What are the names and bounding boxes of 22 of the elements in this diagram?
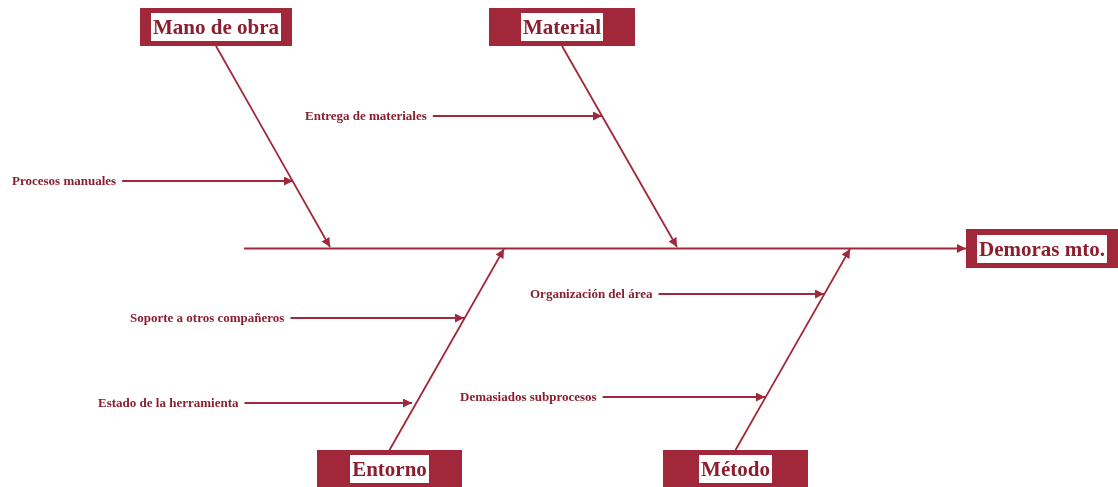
arrow bbox=[289, 313, 465, 323]
arrow bbox=[388, 248, 505, 451]
category-box: Demoras mto. bbox=[966, 229, 1118, 268]
arrow bbox=[243, 398, 413, 408]
arrow bbox=[561, 45, 678, 248]
category-box: Entorno bbox=[317, 450, 462, 487]
cause-label: Soporte a otros compañeros bbox=[130, 309, 285, 327]
category-box: Método bbox=[663, 450, 808, 487]
arrow bbox=[734, 248, 851, 451]
cause-label: Entrega de materiales bbox=[305, 107, 427, 125]
arrow bbox=[601, 392, 766, 402]
category-box: Mano de obra bbox=[140, 8, 292, 46]
arrow bbox=[215, 45, 331, 248]
arrow bbox=[121, 176, 294, 186]
category-box: Material bbox=[489, 8, 635, 46]
arrow bbox=[657, 289, 825, 299]
cause-label: Procesos manuales bbox=[12, 172, 117, 190]
arrow bbox=[431, 111, 603, 121]
cause-label: Demasiados subprocesos bbox=[460, 388, 597, 406]
spine-arrow bbox=[243, 244, 967, 253]
cause-label: Organización del área bbox=[530, 285, 653, 303]
cause-label: Estado de la herramienta bbox=[98, 394, 239, 412]
